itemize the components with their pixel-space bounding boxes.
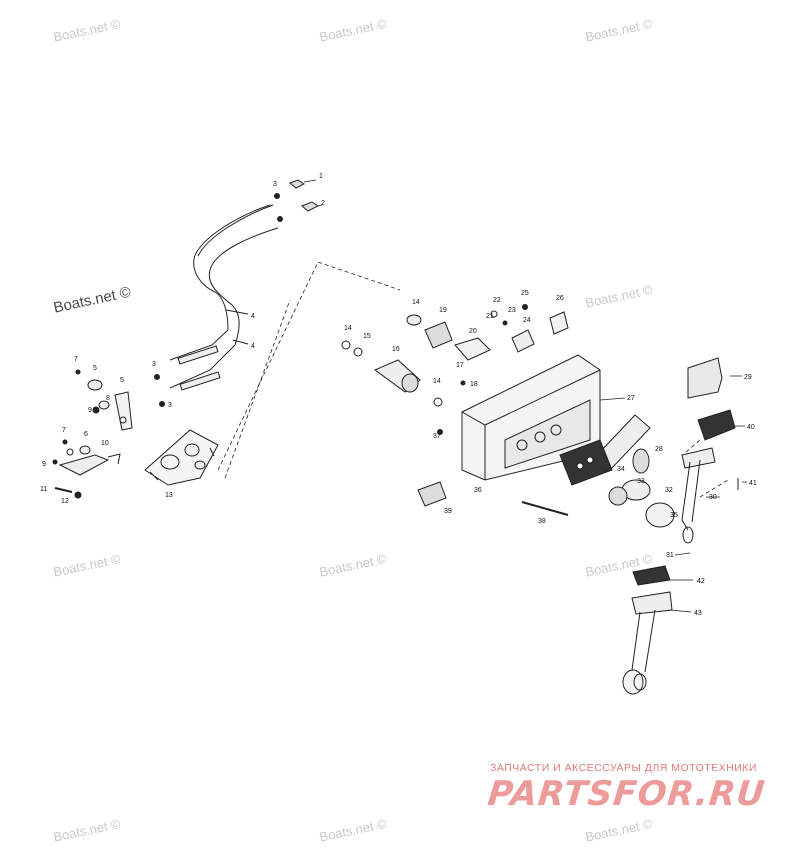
callout-37: 37 xyxy=(433,433,441,440)
housing-plate xyxy=(144,429,219,486)
callout-3: 3 xyxy=(273,181,277,188)
callout-15: 15 xyxy=(363,333,371,340)
callout-30: 30 xyxy=(709,494,717,501)
callout-39: 39 xyxy=(444,508,452,515)
callout-16: 16 xyxy=(392,346,400,353)
callout-28: 28 xyxy=(655,446,663,453)
callout-18: 18 xyxy=(470,381,478,388)
callout-3: 3 xyxy=(152,361,156,368)
small-parts xyxy=(417,448,675,528)
callout-36: 36 xyxy=(474,487,482,494)
callout-labels: 1 2 3 3 3 4 4 5 5 6 7 7 8 9 9 10 11 12 1… xyxy=(40,173,757,617)
callout-7: 7 xyxy=(62,427,66,434)
callout-1: 1 xyxy=(319,173,323,180)
callout-11: 11 xyxy=(40,486,47,493)
callout-4: 4 xyxy=(251,343,255,350)
callout-25: 25 xyxy=(521,290,529,297)
lever-parts xyxy=(52,369,133,499)
callout-32: 32 xyxy=(665,487,673,494)
callout-7: 7 xyxy=(74,356,78,363)
callout-9: 9 xyxy=(88,407,92,414)
callout-42: 42 xyxy=(697,578,705,585)
callout-31: 31 xyxy=(666,552,674,559)
brand-logo: PARTSFOR.RU xyxy=(485,774,768,814)
callout-4: 4 xyxy=(251,313,255,320)
leader-lines xyxy=(303,179,747,613)
callout-13: 13 xyxy=(165,492,173,499)
control-box xyxy=(461,354,651,486)
pedal-assembly xyxy=(622,565,673,695)
callout-35: 35 xyxy=(670,512,678,519)
brand-tagline: ЗАПЧАСТИ И АКСЕССУАРЫ ДЛЯ МОТОТЕХНИКИ xyxy=(490,762,757,774)
callout-22: 22 xyxy=(493,297,501,304)
callout-33: 33 xyxy=(637,478,645,485)
callout-38: 38 xyxy=(538,518,546,525)
callout-14: 14 xyxy=(433,378,441,385)
callout-40: 40 xyxy=(747,424,755,431)
callout-8: 8 xyxy=(106,395,110,402)
callout-9: 9 xyxy=(42,461,46,468)
callout-14: 14 xyxy=(412,299,420,306)
callout-20: 20 xyxy=(469,328,477,335)
callout-41: 41 xyxy=(749,480,757,487)
callout-43: 43 xyxy=(694,610,702,617)
callout-26: 26 xyxy=(556,295,564,302)
callout-23: 23 xyxy=(508,307,516,314)
callout-12: 12 xyxy=(61,498,69,505)
callout-27: 27 xyxy=(627,395,635,402)
callout-21: 21 xyxy=(486,313,494,320)
callout-14: 14 xyxy=(344,325,352,332)
callout-2: 2 xyxy=(321,200,325,207)
callout-10: 10 xyxy=(101,440,109,447)
callout-5: 5 xyxy=(93,365,97,372)
callout-17: 17 xyxy=(456,362,464,369)
switch-components xyxy=(341,304,569,435)
callout-24: 24 xyxy=(523,317,531,324)
remote-lever xyxy=(681,357,739,544)
callout-6: 6 xyxy=(84,431,88,438)
callout-29: 29 xyxy=(744,374,752,381)
callout-19: 19 xyxy=(439,307,447,314)
callout-34: 34 xyxy=(617,466,625,473)
cable-assembly xyxy=(154,179,319,407)
center-lines xyxy=(217,261,729,498)
callout-3: 3 xyxy=(168,402,172,409)
callout-5: 5 xyxy=(120,377,124,384)
